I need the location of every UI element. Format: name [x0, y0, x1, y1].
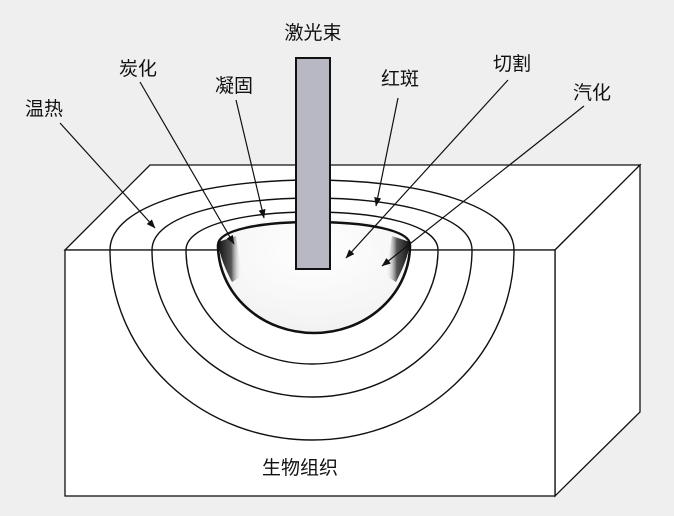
carbonization-left	[218, 236, 242, 282]
crater-outline	[216, 244, 412, 335]
vaporization-arrow	[381, 105, 585, 267]
erythema-label: 红斑	[381, 68, 419, 90]
cross-section-zones	[109, 249, 515, 441]
erythema-zone-front	[151, 249, 473, 398]
vaporization-label: 汽化	[573, 82, 611, 104]
laser-beam-label: 激光束	[284, 22, 341, 44]
cutting-arrow	[345, 79, 509, 259]
warm-heat-label: 温热	[25, 98, 63, 120]
tissue-label: 生物组织	[262, 457, 338, 479]
coagulation-arrow	[235, 99, 266, 219]
crater	[218, 217, 410, 333]
warm-heat-zone-front	[109, 249, 515, 441]
erythema-arrow	[374, 97, 399, 207]
tissue-block	[63, 163, 642, 498]
leader-lines	[59, 79, 585, 267]
cutting-label: 切割	[493, 53, 531, 75]
carbonization-label: 炭化	[119, 58, 157, 80]
carbonization-right	[386, 236, 410, 282]
warm-heat-arrow	[59, 122, 156, 229]
coagulation-zone-front	[185, 249, 439, 365]
coagulation-label: 凝固	[215, 75, 253, 97]
carbonization-arrow	[139, 81, 235, 245]
laser-beam	[295, 57, 331, 270]
